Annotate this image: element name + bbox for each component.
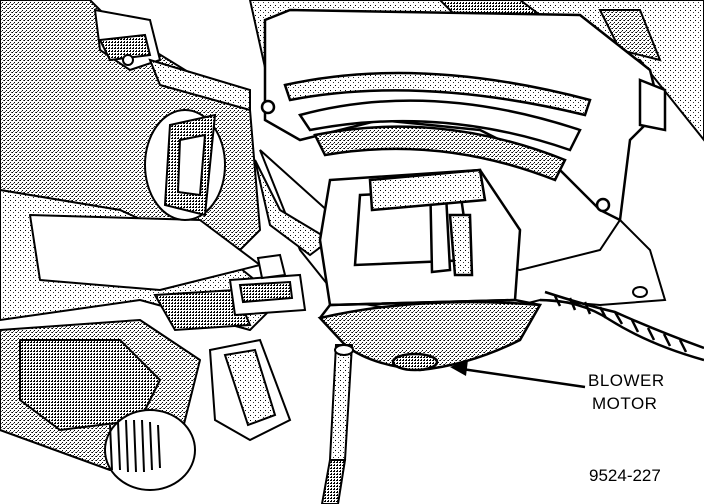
electrical-connector [153,253,307,442]
recess-opening [144,109,226,221]
callout-label-line1: BLOWER [588,371,665,390]
upper-bracket [93,8,251,112]
blower-motor-body [318,168,522,307]
callout-arrow [450,360,586,389]
figure-number: 9524-227 [589,466,661,485]
wiring-harness [539,290,704,362]
blower-motor-cone [317,298,543,372]
screwdriver [320,344,354,504]
vent-grille [104,409,196,491]
callout-label-line2: MOTOR [592,394,658,413]
blower-housing-rim [260,8,667,222]
